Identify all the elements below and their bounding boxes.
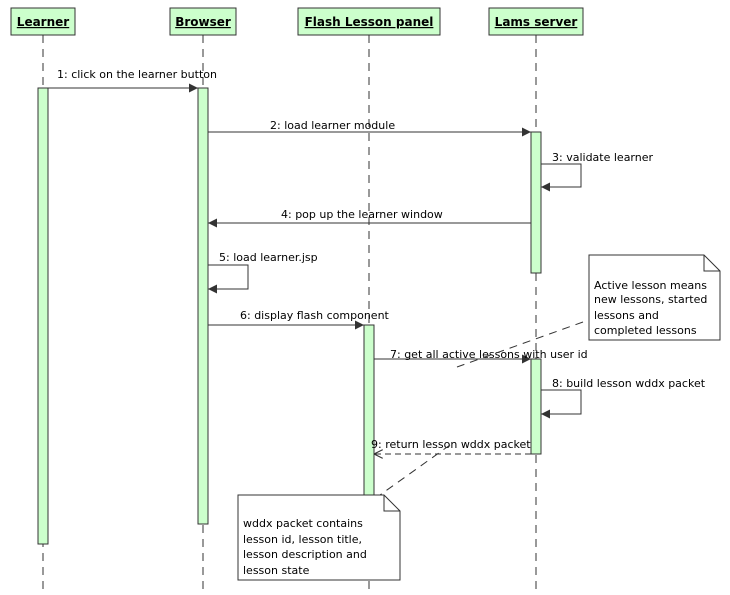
participant-learner: Learner (10, 7, 76, 36)
note-connector-2 (379, 444, 451, 496)
message-7: 7: get all active lessons with user id (374, 348, 588, 364)
participant-label: Learner (17, 15, 69, 29)
message-2: 2: load learner module (208, 119, 531, 137)
note-line: lesson state (243, 564, 310, 577)
message-9: 9: return lesson wddx packet (371, 438, 531, 454)
note-wddx-packet: wddx packet contains lesson id, lesson t… (237, 494, 401, 581)
participant-label: Lams server (495, 15, 578, 29)
message-label: 9: return lesson wddx packet (371, 438, 531, 451)
activation-learner (37, 87, 49, 545)
message-label: 5: load learner.jsp (219, 251, 318, 264)
participant-label: Browser (175, 15, 231, 29)
activation-lams-2 (530, 358, 542, 455)
note-line: Active lesson means (594, 279, 707, 292)
participant-label: Flash Lesson panel (305, 15, 434, 29)
message-label: 3: validate learner (552, 151, 653, 164)
note-line: completed lessons (594, 324, 697, 337)
note-line: lesson description and (243, 548, 367, 561)
message-1: 1: click on the learner button (48, 68, 217, 93)
participant-browser: Browser (169, 7, 237, 36)
message-3: 3: validate learner (541, 151, 653, 192)
message-label: 6: display flash component (240, 309, 390, 322)
note-line: lesson id, lesson title, (243, 533, 362, 546)
participant-flash: Flash Lesson panel (297, 7, 441, 36)
message-label: 2: load learner module (270, 119, 395, 132)
activation-lams-1 (530, 131, 542, 274)
note-active-lesson: Active lesson means new lessons, started… (588, 254, 721, 341)
note-line: wddx packet contains (243, 517, 363, 530)
message-4: 4: pop up the learner window (208, 208, 531, 228)
activation-flash (363, 324, 375, 496)
message-label: 4: pop up the learner window (281, 208, 443, 221)
participant-lams: Lams server (488, 7, 584, 36)
message-label: 8: build lesson wddx packet (552, 377, 706, 390)
activation-browser (197, 87, 209, 525)
message-6: 6: display flash component (208, 309, 390, 330)
message-8: 8: build lesson wddx packet (541, 377, 706, 419)
message-label: 7: get all active lessons with user id (390, 348, 588, 361)
note-line: new lessons, started (594, 293, 707, 306)
note-line: lessons and (594, 309, 659, 322)
message-label: 1: click on the learner button (57, 68, 217, 81)
message-5: 5: load learner.jsp (208, 251, 318, 294)
